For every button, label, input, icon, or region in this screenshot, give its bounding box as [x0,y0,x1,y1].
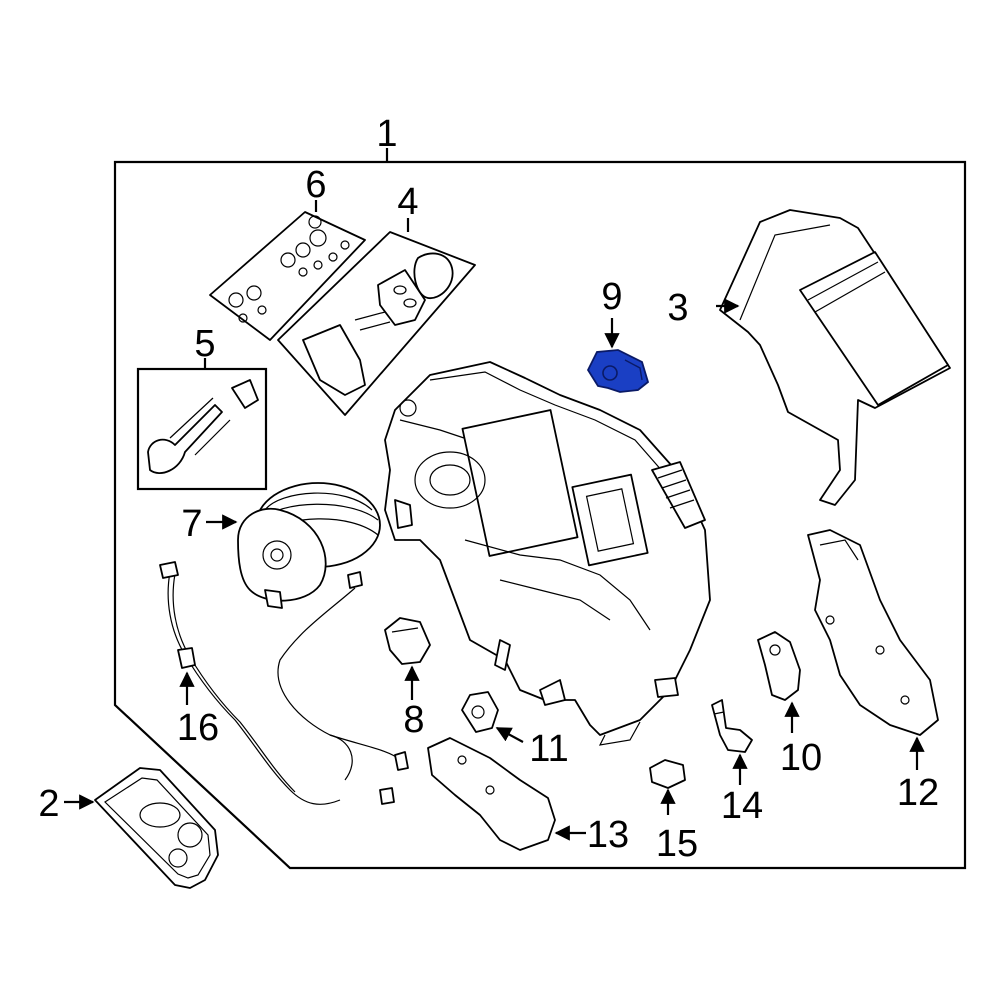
callout-8: 8 [403,699,424,741]
part-10-actuator[interactable] [757,631,801,701]
part-11-actuator[interactable] [461,691,499,733]
callout-12: 12 [897,772,939,814]
callout-7: 7 [181,503,202,545]
callout-3: 3 [667,287,688,329]
part-15-clip[interactable] [649,759,686,789]
callout-4: 4 [397,181,418,223]
part-7-blower-motor[interactable] [237,482,381,609]
part-16-wiring-harness[interactable] [159,561,409,805]
part-8-blower-resistor[interactable] [384,617,431,665]
callout-13: 13 [587,814,629,856]
part-2-seal-plate[interactable] [94,767,219,889]
part-13-gasket[interactable] [427,737,556,851]
part-5-box [136,367,268,491]
hvac-case-assembly [384,361,711,746]
part-3-heater-core[interactable] [719,209,951,506]
part-14-sensor[interactable] [711,699,753,753]
callout-6: 6 [305,164,326,206]
part-5-tube-assembly[interactable] [147,379,259,474]
callout-9: 9 [601,276,622,318]
assembly-frame [113,160,967,870]
callout-15: 15 [656,823,698,865]
callout-2: 2 [38,783,59,825]
callout-line-11 [495,727,524,743]
callout-5: 5 [194,323,215,365]
callout-10: 10 [780,737,822,779]
callout-16: 16 [177,707,219,749]
part-9-actuator[interactable] [586,349,650,393]
part-12-side-cover[interactable] [807,529,939,736]
callout-14: 14 [721,785,763,827]
part-4-valve-kit[interactable] [277,231,476,416]
part-6-seal-kit[interactable] [209,211,366,341]
callout-11: 11 [529,728,568,770]
callout-1: 1 [376,113,397,155]
